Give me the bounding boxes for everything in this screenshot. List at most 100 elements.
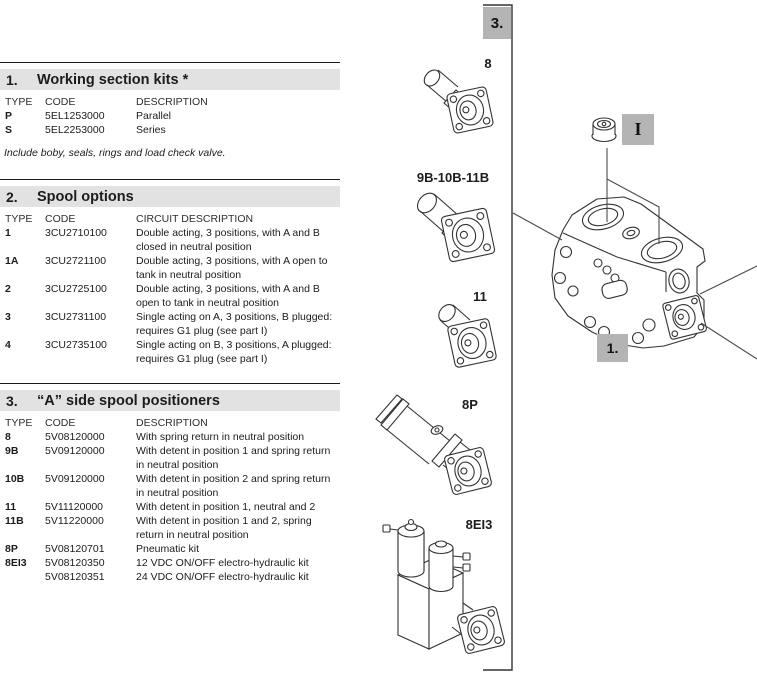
cell-description: 12 VDC ON/OFF electro-hydraulic kit: [136, 557, 309, 569]
col-header-code: CODE: [45, 213, 76, 225]
section-title: Spool options: [37, 188, 134, 205]
cell-description: 24 VDC ON/OFF electro-hydraulic kit: [136, 571, 309, 583]
col-header-code: CODE: [45, 417, 76, 429]
section-divider: [0, 179, 340, 180]
cell-description: Single acting on A, 3 positions, B plugg…: [136, 311, 333, 337]
cell-description: With detent in position 1 and 2, spring …: [136, 515, 312, 541]
part-9b-10b-11b-drawing: [416, 192, 496, 263]
part-label-8: 8: [484, 56, 492, 71]
part-label-8ei3: 8EI3: [465, 517, 493, 532]
part-label-8p: 8P: [462, 397, 478, 412]
cell-type: 9B: [5, 445, 19, 457]
section-header: 2. Spool options: [0, 186, 340, 207]
cell-description: Series: [136, 124, 166, 136]
cell-type: 8P: [5, 543, 18, 555]
cell-type: 4: [5, 339, 11, 351]
callout-section-3: 3.: [483, 7, 511, 39]
cell-type: 3: [5, 311, 11, 323]
section-working-section-kits: 1. Working section kits * TYPE CODE DESC…: [0, 62, 340, 159]
table-row: 9B 5V09120000 With detent in position 1 …: [0, 444, 340, 472]
cell-code: 3CU2721100: [45, 255, 107, 267]
cell-description: Double acting, 3 positions, with A and B…: [136, 283, 320, 309]
col-header-type: TYPE: [5, 96, 33, 108]
part-11-drawing: [438, 303, 497, 368]
col-header-description: DESCRIPTION: [136, 96, 208, 108]
cell-type: 10B: [5, 473, 25, 485]
cell-code: 5V11120000: [45, 501, 104, 513]
part-label-11: 11: [473, 289, 487, 304]
cell-description: Pneumatic kit: [136, 543, 200, 555]
cell-type: 2: [5, 283, 11, 295]
section-number: 1.: [6, 71, 18, 88]
section3-bracket-line: [483, 4, 513, 671]
part-8ei3-drawing: [382, 518, 505, 654]
cell-code: 5V08120701: [45, 543, 105, 555]
part-label-9b-10b-11b: 9B-10B-11B: [416, 170, 490, 185]
table-row: 1A 3CU2721100 Double acting, 3 positions…: [0, 254, 340, 282]
table-row: 8 5V08120000 With spring return in neutr…: [0, 430, 340, 444]
cell-code: 5V09120000: [45, 473, 105, 485]
section-footnote: Include boby, seals, rings and load chec…: [4, 147, 226, 159]
table-row: S 5EL2253000 Series: [0, 123, 340, 137]
plug-drawing: [591, 117, 617, 143]
cell-description: With detent in position 2 and spring ret…: [136, 473, 331, 499]
cell-type: 1A: [5, 255, 19, 267]
section-number: 3.: [6, 392, 18, 409]
col-header-description: DESCRIPTION: [136, 417, 208, 429]
valve-body-drawing: [551, 196, 707, 349]
col-header-type: TYPE: [5, 417, 33, 429]
table-row: P 5EL1253000 Parallel: [0, 109, 340, 123]
section-title: Working section kits *: [37, 71, 189, 88]
callout-part-i: I: [622, 114, 654, 145]
table-row: 1 3CU2710100 Double acting, 3 positions,…: [0, 226, 340, 254]
cell-description: Double acting, 3 positions, with A and B…: [136, 227, 320, 253]
cell-description: Single acting on B, 3 positions, A plugg…: [136, 339, 332, 365]
table-header-row: TYPE CODE DESCRIPTION: [0, 416, 340, 430]
cell-code: 5EL1253000: [45, 110, 105, 122]
table-row: 8P 5V08120701 Pneumatic kit: [0, 542, 340, 556]
cell-type: 1: [5, 227, 11, 239]
table-header-row: TYPE CODE CIRCUIT DESCRIPTION: [0, 212, 340, 226]
section-number: 2.: [6, 188, 18, 205]
callout-section-1: 1.: [597, 334, 628, 362]
section-divider: [0, 383, 340, 384]
cell-code: 5V08120351: [45, 571, 105, 583]
table-row: 2 3CU2725100 Double acting, 3 positions,…: [0, 282, 340, 310]
section-header: 1. Working section kits *: [0, 69, 340, 90]
part-8p-drawing: [375, 394, 492, 495]
section-spool-options: 2. Spool options TYPE CODE CIRCUIT DESCR…: [0, 179, 340, 366]
cell-code: 5V08120000: [45, 431, 105, 443]
table-row: 10B 5V09120000 With detent in position 2…: [0, 472, 340, 500]
col-header-description: CIRCUIT DESCRIPTION: [136, 213, 254, 225]
cell-code: 5EL2253000: [45, 124, 105, 136]
section-a-side-spool-positioners: 3. “A” side spool positioners TYPE CODE …: [0, 383, 340, 584]
table-row: 11 5V11120000 With detent in position 1,…: [0, 500, 340, 514]
col-header-code: CODE: [45, 96, 76, 108]
cell-code: 3CU2735100: [45, 339, 107, 351]
cell-description: With detent in position 1 and spring ret…: [136, 445, 331, 471]
cell-type: P: [5, 110, 13, 122]
cell-type: 11B: [5, 515, 24, 527]
cell-description: With spring return in neutral position: [136, 431, 305, 443]
section-title: “A” side spool positioners: [37, 392, 220, 409]
cell-code: 5V08120350: [45, 557, 105, 569]
cell-code: 3CU2731100: [45, 311, 107, 323]
cell-code: 3CU2710100: [45, 227, 107, 239]
cell-code: 3CU2725100: [45, 283, 107, 295]
cell-type: 8EI3: [5, 557, 27, 569]
cell-description: With detent in position 1, neutral and 2: [136, 501, 316, 513]
col-header-type: TYPE: [5, 213, 33, 225]
table-row: 5V08120351 24 VDC ON/OFF electro-hydraul…: [0, 570, 340, 584]
table-row: 3 3CU2731100 Single acting on A, 3 posit…: [0, 310, 340, 338]
cell-description: Double acting, 3 positions, with A open …: [136, 255, 328, 281]
cell-type: S: [5, 124, 13, 136]
section-divider: [0, 62, 340, 63]
table-header-row: TYPE CODE DESCRIPTION: [0, 95, 340, 109]
section-header: 3. “A” side spool positioners: [0, 390, 340, 411]
table-row: 11B 5V11220000 With detent in position 1…: [0, 514, 340, 542]
leader-lines: [512, 148, 757, 360]
table-row: 8EI3 5V08120350 12 VDC ON/OFF electro-hy…: [0, 556, 340, 570]
cell-code: 5V09120000: [45, 445, 105, 457]
